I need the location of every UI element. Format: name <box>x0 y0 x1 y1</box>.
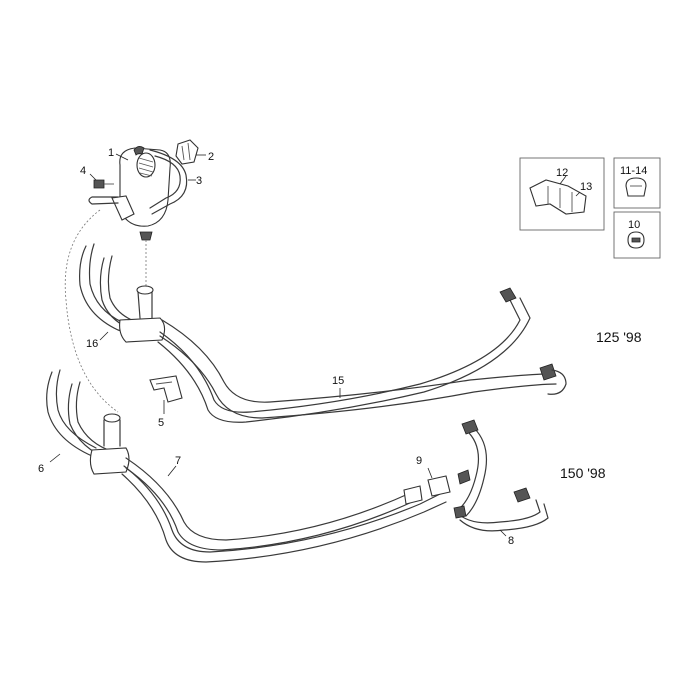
hose-set-150 <box>46 369 549 563</box>
inset-box-11-14 <box>613 157 661 209</box>
dashed-link-tank-to-16 <box>64 209 119 413</box>
callout-2: 2 <box>208 151 214 163</box>
callout-11-14: 11-14 <box>620 165 647 177</box>
expansion-tank-assembly <box>88 139 199 241</box>
callout-1: 1 <box>108 147 114 159</box>
callout-16: 16 <box>86 338 98 350</box>
inset-box-10 <box>613 211 661 259</box>
model-label-upper: 125 '98 <box>596 329 642 345</box>
model-label-lower: 150 '98 <box>560 465 606 481</box>
leader-lines <box>49 153 581 537</box>
callout-6: 6 <box>38 463 44 475</box>
callout-3: 3 <box>196 175 202 187</box>
callout-7: 7 <box>175 455 181 467</box>
callout-labels: 1 2 3 4 5 6 7 8 9 10 11-14 12 13 15 16 <box>38 147 647 547</box>
callout-8: 8 <box>508 535 514 547</box>
hose-set-125 <box>79 243 567 423</box>
callout-13: 13 <box>580 181 592 193</box>
inset-box-12-13 <box>519 157 605 231</box>
clip-5 <box>149 375 183 403</box>
callout-15: 15 <box>332 375 344 387</box>
callout-12: 12 <box>556 167 568 179</box>
callout-9: 9 <box>416 455 422 467</box>
callout-4: 4 <box>80 165 86 177</box>
callout-10: 10 <box>628 219 640 231</box>
callout-5: 5 <box>158 417 164 429</box>
